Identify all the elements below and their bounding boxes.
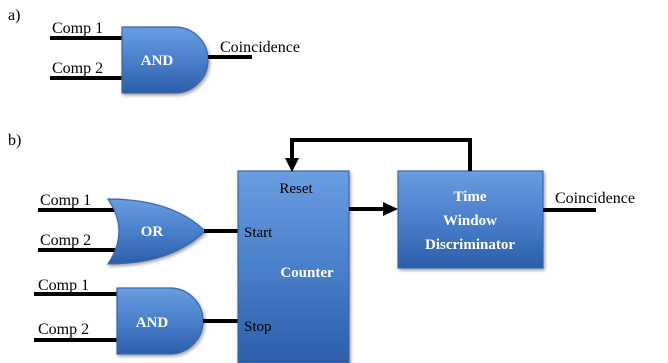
- panel-a-input1-label: Comp 1: [52, 20, 103, 37]
- reset-feedback-arrowhead: [285, 158, 299, 172]
- panel-b-and-gate: [116, 287, 204, 355]
- panel-b-label: b): [8, 132, 21, 149]
- and-input2-label: Comp 2: [38, 321, 89, 338]
- or-input1-label: Comp 1: [40, 192, 91, 209]
- panel-b-output-label: Coincidence: [555, 190, 635, 207]
- panel-b-and-gate-label: AND: [136, 315, 169, 331]
- discriminator-line2: Window: [443, 213, 497, 229]
- counter-box: [237, 170, 350, 363]
- discriminator-box: [397, 170, 544, 269]
- panel-a-and-gate-label: AND: [141, 53, 174, 69]
- panel-a-input2-label: Comp 2: [52, 60, 103, 77]
- counter-name-label: Counter: [280, 265, 334, 281]
- discriminator-line1: Time: [453, 189, 486, 205]
- panel-a-label: a): [8, 7, 20, 24]
- or-input2-label: Comp 2: [40, 232, 91, 249]
- counter-start-label: Start: [244, 225, 273, 241]
- or-gate: [106, 198, 206, 265]
- discriminator-line3: Discriminator: [425, 237, 515, 253]
- counter-stop-label: Stop: [244, 319, 272, 335]
- counter-output-arrowhead: [383, 202, 398, 216]
- counter-reset-label: Reset: [279, 181, 313, 197]
- or-gate-label: OR: [141, 224, 164, 240]
- and-input1-label: Comp 1: [38, 277, 89, 294]
- panel-a-output-label: Coincidence: [220, 39, 300, 56]
- reset-feedback-wire: [290, 138, 472, 171]
- panel-a-and-gate: [121, 26, 209, 94]
